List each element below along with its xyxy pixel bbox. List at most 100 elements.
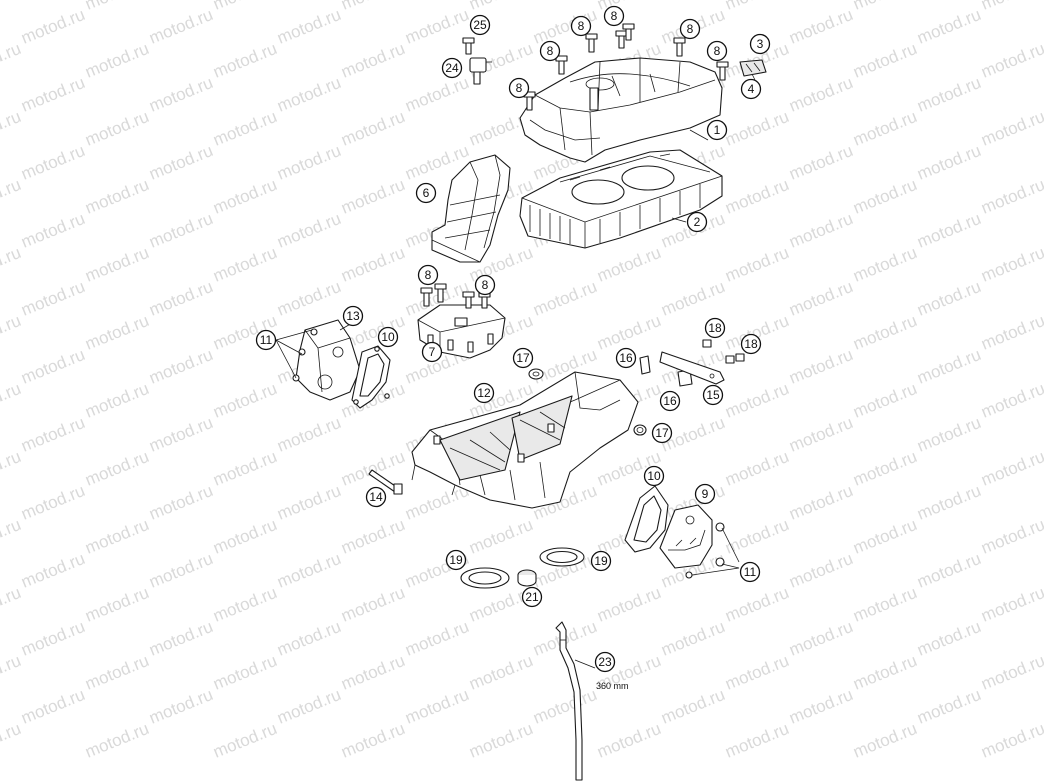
watermark-text: motod.ru [338,719,407,762]
watermark-text: motod.ru [914,141,983,184]
watermark-text: motod.ru [146,685,215,728]
watermark-text: motod.ru [914,549,983,592]
watermark-text: motod.ru [914,209,983,252]
watermark-text: motod.ru [402,73,471,116]
callout-label: 1 [714,123,721,137]
watermark-text: motod.ru [146,413,215,456]
watermark-text: motod.ru [82,651,151,694]
callout-layer: 25 24 8 8 8 8 8 8 3 4 1 6 2 8 8 7 13 11 … [255,5,771,673]
watermark-text: motod.ru [978,0,1044,14]
grommet-17-right [633,424,647,436]
callout-12: 12 [473,382,495,404]
callout-label: 2 [694,215,701,229]
watermark-text: motod.ru [402,5,471,48]
callout-label: 11 [260,333,273,347]
callout-8: 8 [570,15,592,37]
callout-18: 18 [704,317,726,339]
callout-17: 17 [512,347,534,369]
watermark-text: motod.ru [18,209,87,252]
watermark-text: motod.ru [146,209,215,252]
callout-label: 9 [702,487,709,501]
watermark-text: motod.ru [722,243,791,286]
callout-8: 8 [679,18,701,40]
watermark-text: motod.ru [0,243,24,286]
watermark-text: motod.ru [530,277,599,320]
callout-8: 8 [539,40,561,62]
watermark-text: motod.ru [978,175,1044,218]
watermark-text: motod.ru [914,277,983,320]
watermark-text: motod.ru [0,311,24,354]
watermark-text: motod.ru [914,617,983,660]
callout-label: 8 [578,19,585,33]
watermark-text: motod.ru [658,277,727,320]
watermark-text: motod.ru [466,651,535,694]
callout-label: 16 [663,394,677,408]
watermark-text: motod.ru [338,583,407,626]
watermark-text: motod.ru [210,39,279,82]
watermark-text: motod.ru [146,345,215,388]
watermark-text: motod.ru [850,175,919,218]
watermark-text: motod.ru [0,447,24,490]
watermark-text: motod.ru [402,685,471,728]
sensor-screw-25 [462,37,475,55]
bracket-plate-15 [659,351,725,385]
watermark-text: motod.ru [914,685,983,728]
callout-18: 18 [740,333,762,355]
watermark-text: motod.ru [914,413,983,456]
watermark-text: motod.ru [18,73,87,116]
watermark-text: motod.ru [850,515,919,558]
callout-10: 10 [377,326,399,348]
callout-8: 8 [417,264,439,286]
watermark-text: motod.ru [978,515,1044,558]
watermark-text: motod.ru [82,243,151,286]
callout-8: 8 [603,5,625,27]
watermark-text: motod.ru [0,719,24,762]
watermark-text: motod.ru [786,277,855,320]
watermark-text: motod.ru [786,685,855,728]
air-filter [519,149,723,249]
callout-label: 25 [473,18,487,32]
watermark-text: motod.ru [210,107,279,150]
watermark-text: motod.ru [850,311,919,354]
callout-6: 6 [415,182,437,204]
right-gasket-10 [624,485,669,553]
callout-label: 21 [525,590,539,604]
watermark-text: motod.ru [274,209,343,252]
seal-19-right [539,547,585,567]
watermark-text: motod.ru [0,379,24,422]
callout-2: 2 [686,211,708,233]
callout-4: 4 [740,78,762,100]
watermark-text: motod.ru [82,583,151,626]
watermark-text: motod.ru [978,243,1044,286]
watermark-text: motod.ru [274,413,343,456]
watermark-text: motod.ru [850,447,919,490]
watermark-text: motod.ru [18,345,87,388]
watermark-text: motod.ru [18,481,87,524]
callout-label: 18 [744,337,758,351]
airbox-cover [519,57,723,163]
watermark-text: motod.ru [210,447,279,490]
watermark-text: motod.ru [850,0,919,14]
watermark-text: motod.ru [786,413,855,456]
watermark-text: motod.ru [978,719,1044,762]
watermark-text: motod.ru [850,243,919,286]
watermark-text: motod.ru [594,583,663,626]
watermark-text: motod.ru [594,243,663,286]
watermark-text: motod.ru [722,583,791,626]
watermark-text: motod.ru [0,583,24,626]
callout-16: 16 [659,390,681,412]
callout-label: 8 [687,22,694,36]
watermark-text: motod.ru [530,685,599,728]
seal-19-left [460,567,510,589]
watermark-text: motod.ru [786,209,855,252]
callout-19: 19 [590,550,612,572]
watermark-text: motod.ru [146,73,215,116]
screws-18 [702,339,745,364]
watermark-text: motod.ru [274,685,343,728]
callout-11: 11 [255,329,277,351]
watermark-text: motod.ru [210,379,279,422]
watermark-text: motod.ru [146,549,215,592]
watermark-text: motod.ru [466,0,535,14]
callout-label: 24 [445,61,459,75]
